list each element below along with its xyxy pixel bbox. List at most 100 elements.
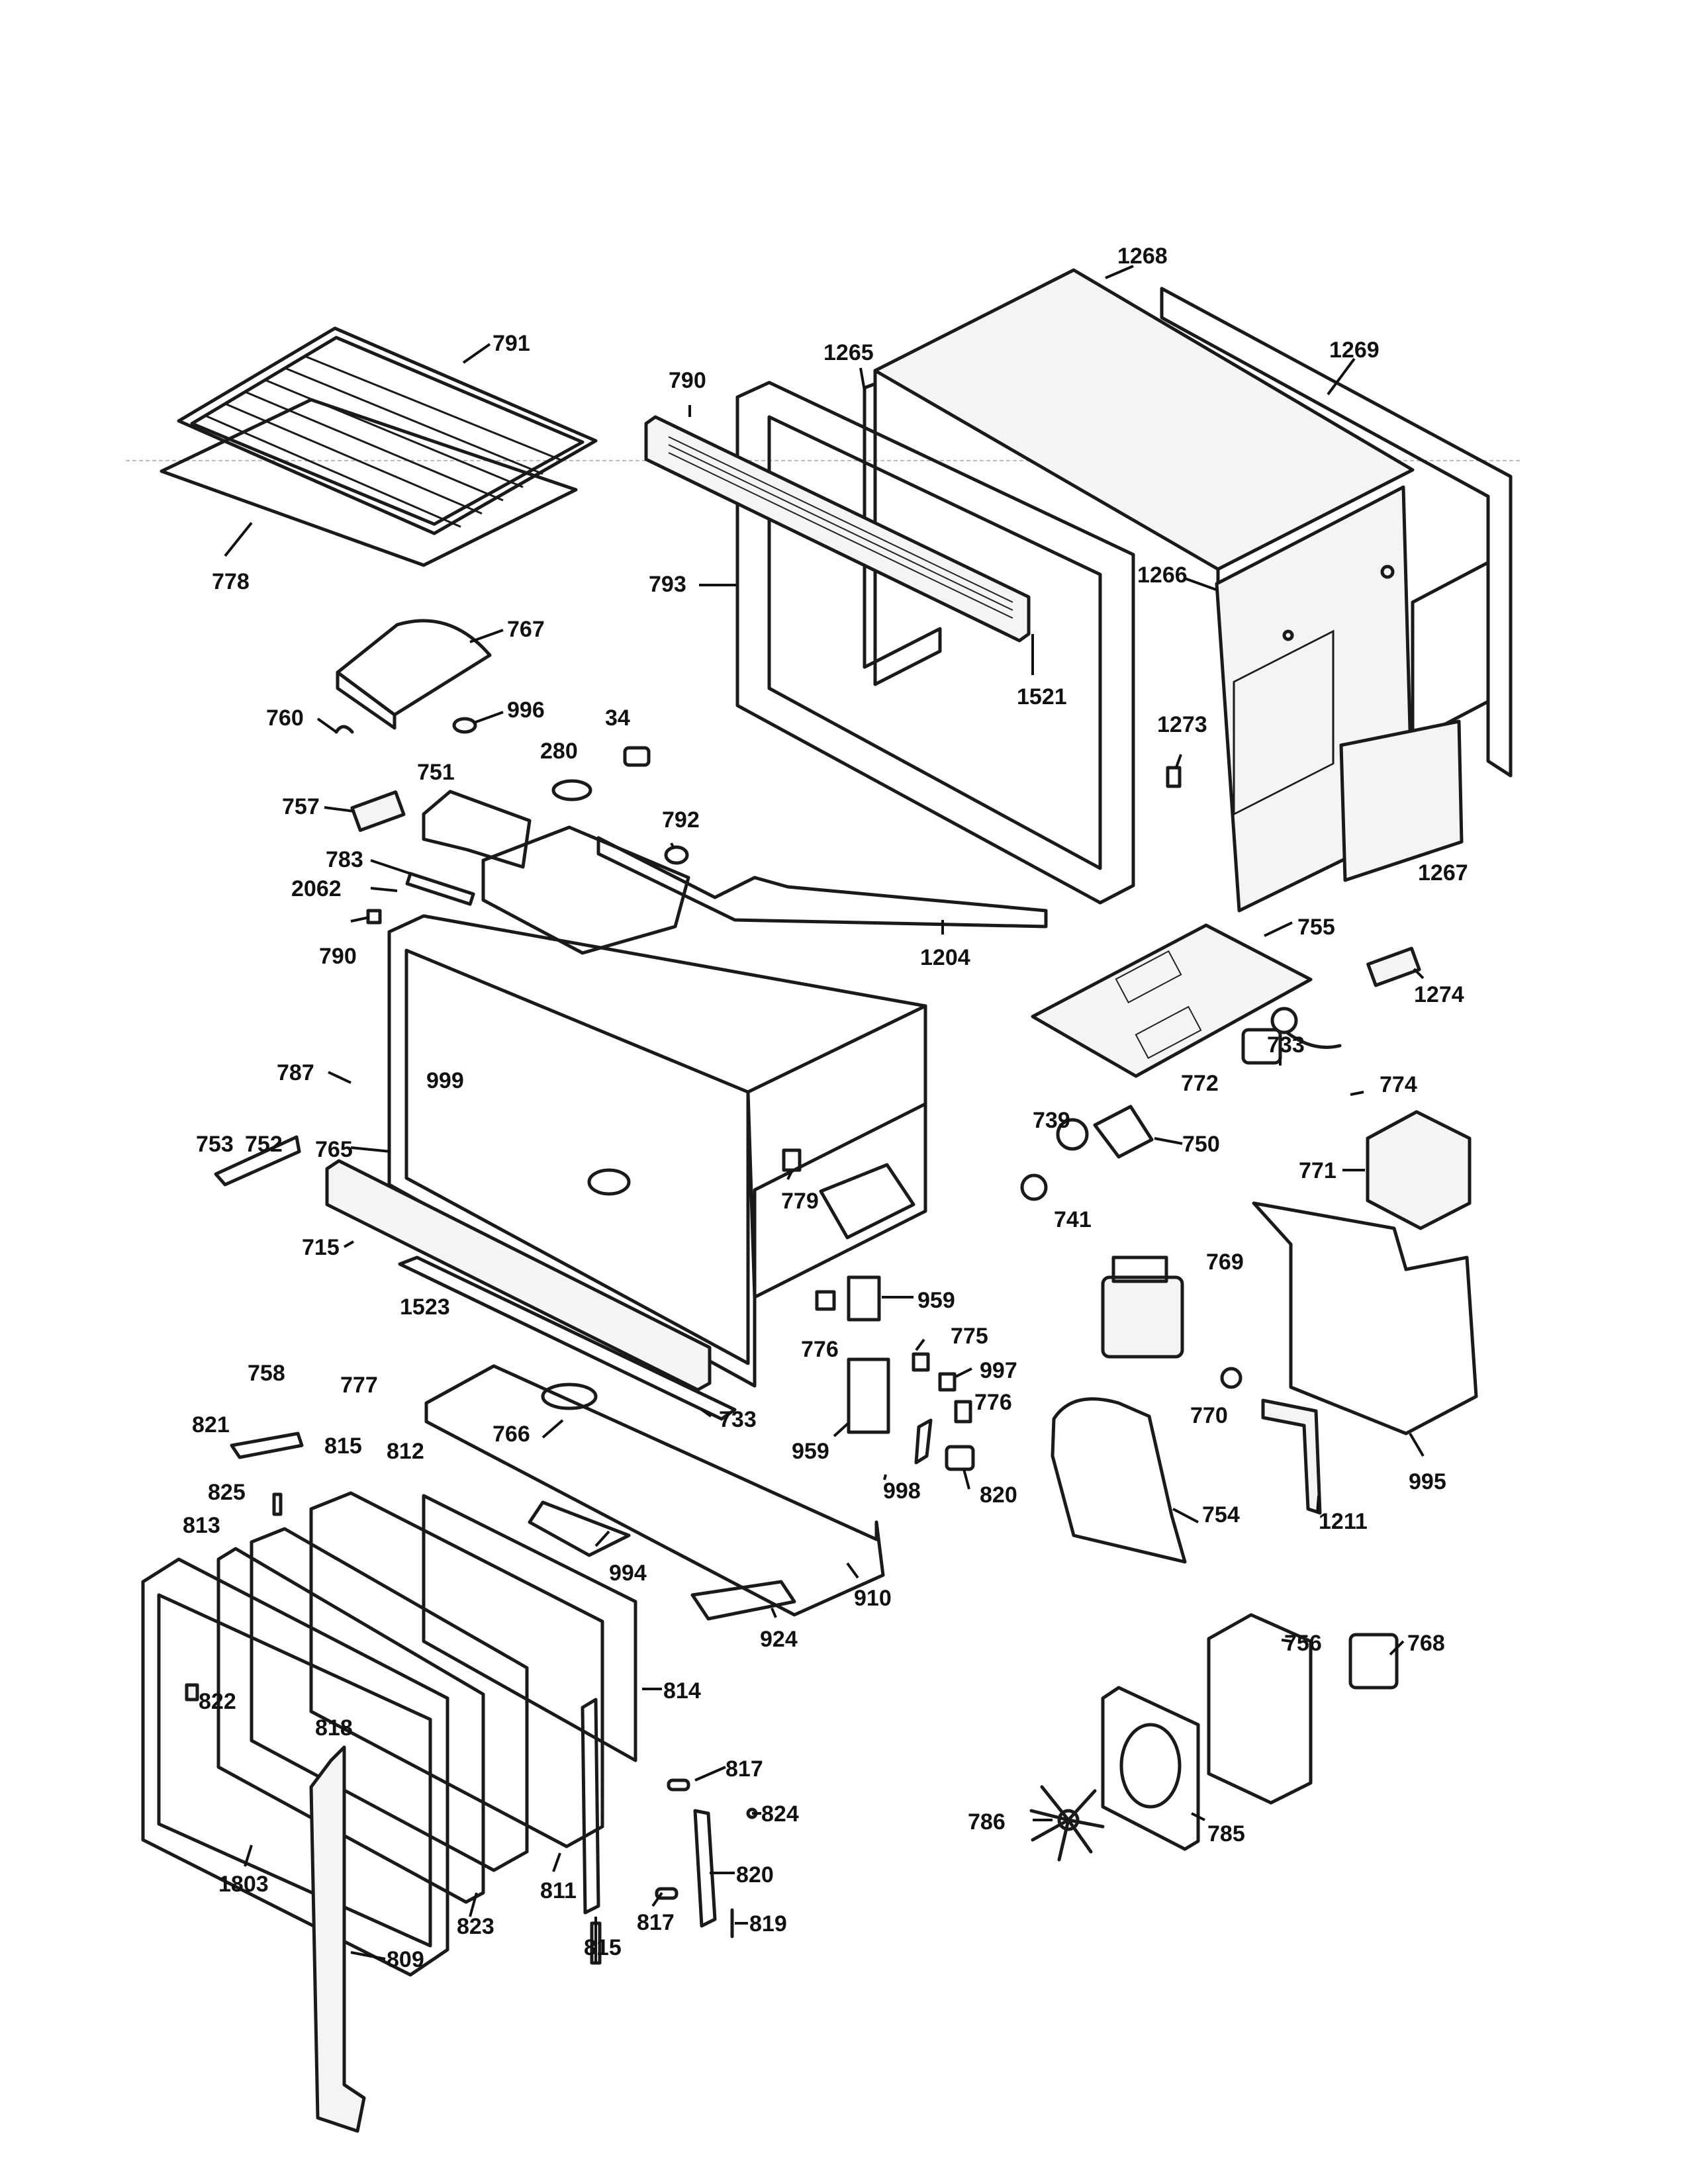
door-pin-2 [655, 1887, 679, 1900]
label-2062: 2062 [291, 876, 342, 901]
label-776-left: 776 [801, 1337, 839, 1362]
label-1521: 1521 [1017, 684, 1067, 709]
lever [914, 1418, 933, 1465]
label-779: 779 [781, 1189, 819, 1214]
label-817-bottom: 817 [637, 1910, 675, 1935]
label-959-bottom: 959 [792, 1439, 829, 1464]
label-996: 996 [507, 698, 545, 723]
label-924: 924 [760, 1627, 798, 1652]
side-bracket [863, 382, 942, 686]
label-809: 809 [387, 1947, 424, 1972]
label-1211: 1211 [1319, 1509, 1368, 1534]
label-824: 824 [761, 1801, 799, 1827]
washer [452, 717, 477, 734]
door-frame-outer [141, 1557, 449, 1977]
label-823: 823 [457, 1914, 494, 1939]
label-733-top: 733 [1267, 1032, 1305, 1058]
label-765: 765 [315, 1137, 353, 1162]
switch-part-2 [938, 1372, 957, 1392]
motor-part [1020, 1173, 1048, 1201]
vent-grille [644, 415, 1031, 643]
label-814: 814 [663, 1678, 701, 1704]
part-labels: 1268 1269 791 790 1265 778 793 1266 767 … [183, 244, 1468, 1972]
label-959-top: 959 [917, 1288, 955, 1313]
label-1803: 1803 [218, 1872, 269, 1897]
label-772: 772 [1181, 1071, 1219, 1096]
label-741: 741 [1054, 1207, 1092, 1232]
label-750: 750 [1182, 1132, 1220, 1157]
label-757: 757 [282, 794, 320, 819]
door-arm [693, 1809, 717, 1928]
small-clip [334, 725, 354, 734]
latch-bracket [214, 1135, 301, 1187]
label-820-bottom: 820 [736, 1862, 774, 1888]
clip-piece [366, 909, 382, 925]
label-1265: 1265 [823, 340, 874, 365]
label-812: 812 [387, 1439, 424, 1464]
label-775: 775 [951, 1324, 988, 1349]
label-999: 999 [426, 1068, 464, 1093]
switch-part-3 [954, 1400, 972, 1424]
door-handle [309, 1745, 366, 2133]
label-34: 34 [605, 705, 630, 731]
clip-part [1166, 766, 1182, 788]
tray-mat [160, 398, 578, 567]
outer-cabinet-back-panel [1160, 287, 1513, 778]
label-733-bottom: 733 [719, 1407, 757, 1432]
hinge-plate [230, 1432, 304, 1459]
label-994: 994 [609, 1561, 647, 1586]
label-1268: 1268 [1117, 244, 1168, 269]
label-752: 752 [245, 1132, 283, 1157]
transformer-block [1366, 1110, 1472, 1230]
label-756: 756 [1284, 1631, 1322, 1656]
label-813: 813 [183, 1513, 220, 1538]
door-choke-frame [216, 1547, 485, 1904]
leader-lines [224, 265, 1425, 1963]
door-seal [422, 1494, 637, 1762]
sub-plate [528, 1500, 631, 1557]
label-818: 818 [315, 1715, 353, 1741]
thermostat [1220, 1367, 1243, 1389]
bracket-strip [405, 872, 475, 906]
label-822: 822 [199, 1689, 236, 1714]
mount-bracket [1093, 1105, 1154, 1159]
front-frame [735, 381, 1135, 905]
small-cover [1366, 946, 1421, 987]
lamp-duct-housing [422, 790, 690, 955]
label-783: 783 [326, 847, 363, 872]
label-1274: 1274 [1414, 982, 1464, 1007]
door-screen [250, 1527, 529, 1872]
label-770: 770 [1190, 1403, 1228, 1428]
label-778: 778 [212, 569, 250, 594]
label-1266: 1266 [1137, 563, 1188, 588]
label-819: 819 [749, 1911, 787, 1936]
label-1267: 1267 [1418, 860, 1468, 886]
label-817-top: 817 [726, 1756, 763, 1782]
label-767: 767 [507, 617, 545, 642]
label-776-right: 776 [974, 1390, 1012, 1415]
label-786: 786 [968, 1809, 1006, 1835]
label-815-top: 815 [324, 1433, 362, 1459]
label-760: 760 [266, 705, 304, 731]
switch-small [815, 1290, 836, 1311]
label-910: 910 [854, 1586, 892, 1611]
latch-switch-assembly [847, 1357, 890, 1434]
support-channel [1261, 1398, 1322, 1515]
label-790-mid: 790 [319, 944, 357, 969]
label-768: 768 [1407, 1631, 1445, 1656]
label-777: 777 [340, 1373, 378, 1398]
magnetron [1101, 1255, 1184, 1359]
control-top-cover [1031, 923, 1313, 1078]
door-pin [667, 1778, 690, 1792]
label-715: 715 [302, 1235, 340, 1260]
top-rail-bracket [596, 836, 1048, 929]
stirrer-cover [336, 619, 492, 730]
label-790-top: 790 [669, 368, 706, 393]
door-interlock-switch [847, 1275, 881, 1322]
label-811: 811 [540, 1878, 577, 1903]
label-815-bottom: 815 [584, 1935, 622, 1960]
label-825: 825 [208, 1480, 246, 1505]
label-998: 998 [883, 1479, 921, 1504]
terminal [782, 1148, 802, 1172]
